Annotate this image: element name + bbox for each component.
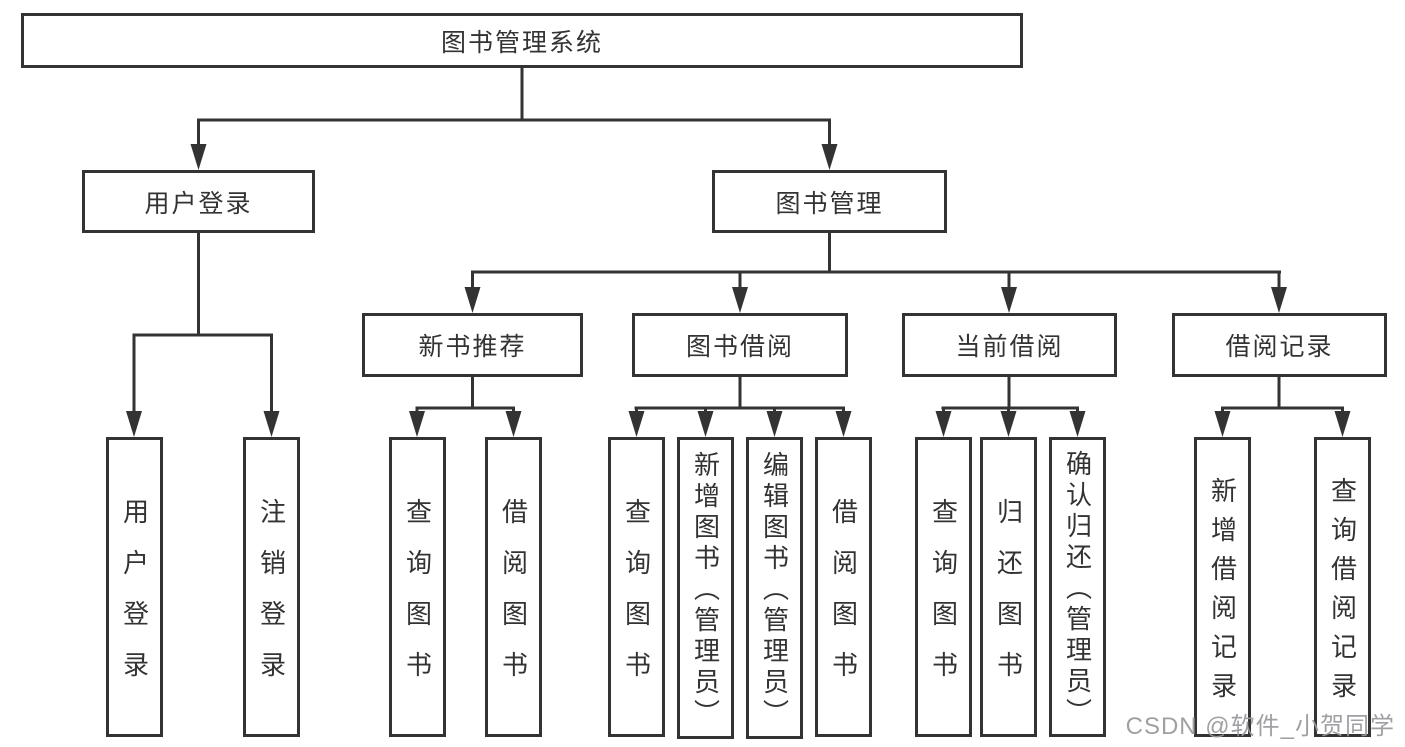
- leaf-borrow-books-recommend: 借阅图书: [485, 437, 542, 737]
- node-label: 当前借阅: [955, 333, 1064, 361]
- node-label: 确认归还（管理员）: [1062, 450, 1093, 729]
- node-book-management: 图书管理: [712, 170, 947, 233]
- leaf-user-login: 用户登录: [106, 437, 163, 737]
- leaf-query-borrow-record: 查询借阅记录: [1314, 437, 1371, 737]
- node-label: 图书借阅: [685, 333, 794, 361]
- node-label: 借阅记录: [1225, 333, 1334, 361]
- node-new-book-recommend: 新书推荐: [362, 313, 583, 377]
- node-label: 借阅图书: [828, 497, 859, 702]
- node-label: 新增图书（管理员）: [690, 451, 721, 730]
- node-borrowing-records: 借阅记录: [1172, 313, 1387, 377]
- leaf-add-books-admin: 新增图书（管理员）: [677, 437, 734, 739]
- node-label: 用户登录: [119, 497, 150, 702]
- node-user-login: 用户登录: [82, 170, 315, 233]
- csdn-watermark: CSDN @软件_小贺同学: [1125, 713, 1395, 740]
- node-label: 借阅图书: [498, 497, 529, 702]
- node-label: 新增借阅记录: [1207, 476, 1238, 711]
- node-label: 注销登录: [256, 497, 287, 702]
- node-label: 用户登录: [144, 189, 253, 218]
- node-label: 图书管理: [775, 189, 884, 218]
- leaf-edit-books-admin: 编辑图书（管理员）: [746, 437, 803, 739]
- node-library-management-system: 图书管理系统: [21, 13, 1023, 68]
- node-label: 归还图书: [993, 497, 1024, 702]
- node-label: 图书管理系统: [440, 28, 603, 57]
- leaf-query-books-borrowing: 查询图书: [608, 437, 665, 737]
- leaf-confirm-return-admin: 确认归还（管理员）: [1049, 437, 1106, 737]
- node-label: 查询借阅记录: [1327, 476, 1358, 711]
- leaf-logout: 注销登录: [243, 437, 300, 737]
- leaf-query-books-recommend: 查询图书: [389, 437, 446, 737]
- node-label: 新书推荐: [418, 333, 527, 361]
- node-label: 查询图书: [621, 497, 652, 702]
- node-label: 编辑图书（管理员）: [759, 451, 790, 730]
- node-label: 查询图书: [928, 497, 959, 702]
- leaf-add-borrow-record: 新增借阅记录: [1194, 437, 1251, 737]
- leaf-borrow-books-borrowing: 借阅图书: [815, 437, 872, 737]
- node-label: 查询图书: [402, 497, 433, 702]
- leaf-return-books: 归还图书: [980, 437, 1037, 737]
- node-current-borrowing: 当前借阅: [902, 313, 1117, 377]
- node-book-borrowing: 图书借阅: [632, 313, 848, 377]
- leaf-query-books-current: 查询图书: [915, 437, 972, 737]
